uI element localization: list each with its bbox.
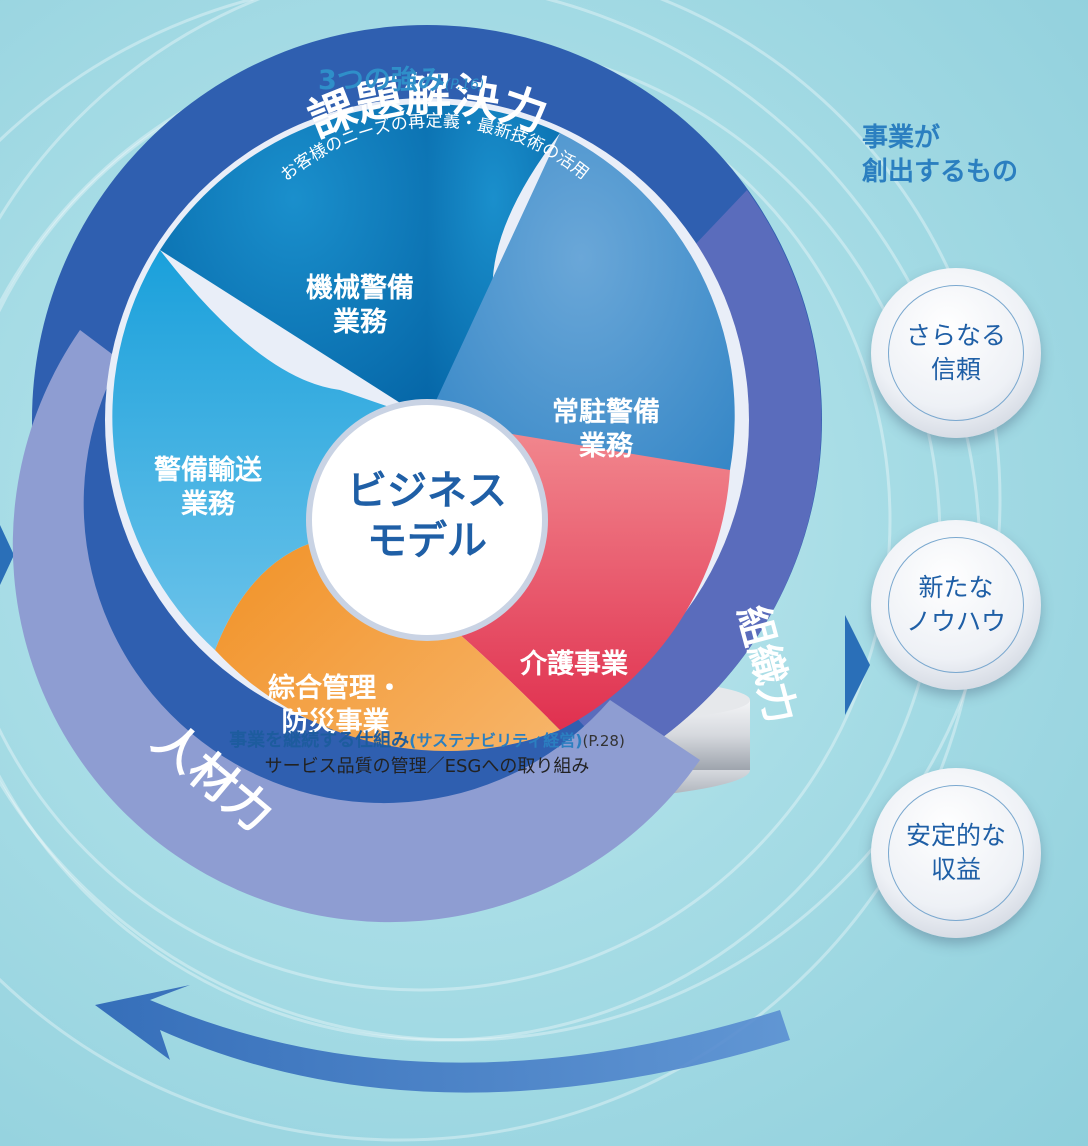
cycle-arrow	[95, 985, 790, 1093]
right-chevron-icon	[845, 615, 870, 715]
output-trust: さらなる信頼	[871, 268, 1041, 438]
segment-transport	[112, 250, 428, 650]
creates-heading: 事業が創出するもの	[862, 123, 1019, 187]
segment-label-transport: 警備輸送業務	[154, 455, 262, 520]
plinth-caption: 事業を継続する仕組み(サステナビリティ経営)(P.28) サービス品質の管理／E…	[104, 690, 750, 800]
segment-label-care: 介護事業	[520, 649, 628, 680]
center-label: ビジネスモデル	[347, 468, 507, 564]
center-disc	[306, 399, 548, 641]
left-chevron-icon	[0, 525, 14, 585]
ring-left	[12, 330, 700, 923]
plinth-title: 事業を継続する仕組み(サステナビリティ経営)(P.28)	[229, 730, 625, 751]
ring-right	[560, 190, 822, 765]
strengths-page-ref: (P.16)	[444, 77, 485, 93]
plinth-subtitle: サービス品質の管理／ESGへの取り組み	[264, 756, 590, 777]
strengths-heading: 3つの強み(P.16)	[318, 65, 485, 96]
segment-label-mechanical: 機械警備業務	[306, 273, 414, 338]
output-knowhow: 新たなノウハウ	[871, 520, 1041, 690]
segment-label-resident: 常駐警備業務	[552, 397, 660, 462]
output-revenue: 安定的な収益	[871, 768, 1041, 938]
segment-label-management: 綜合管理・防災事業	[268, 673, 403, 738]
segment-mechanical	[427, 103, 560, 421]
